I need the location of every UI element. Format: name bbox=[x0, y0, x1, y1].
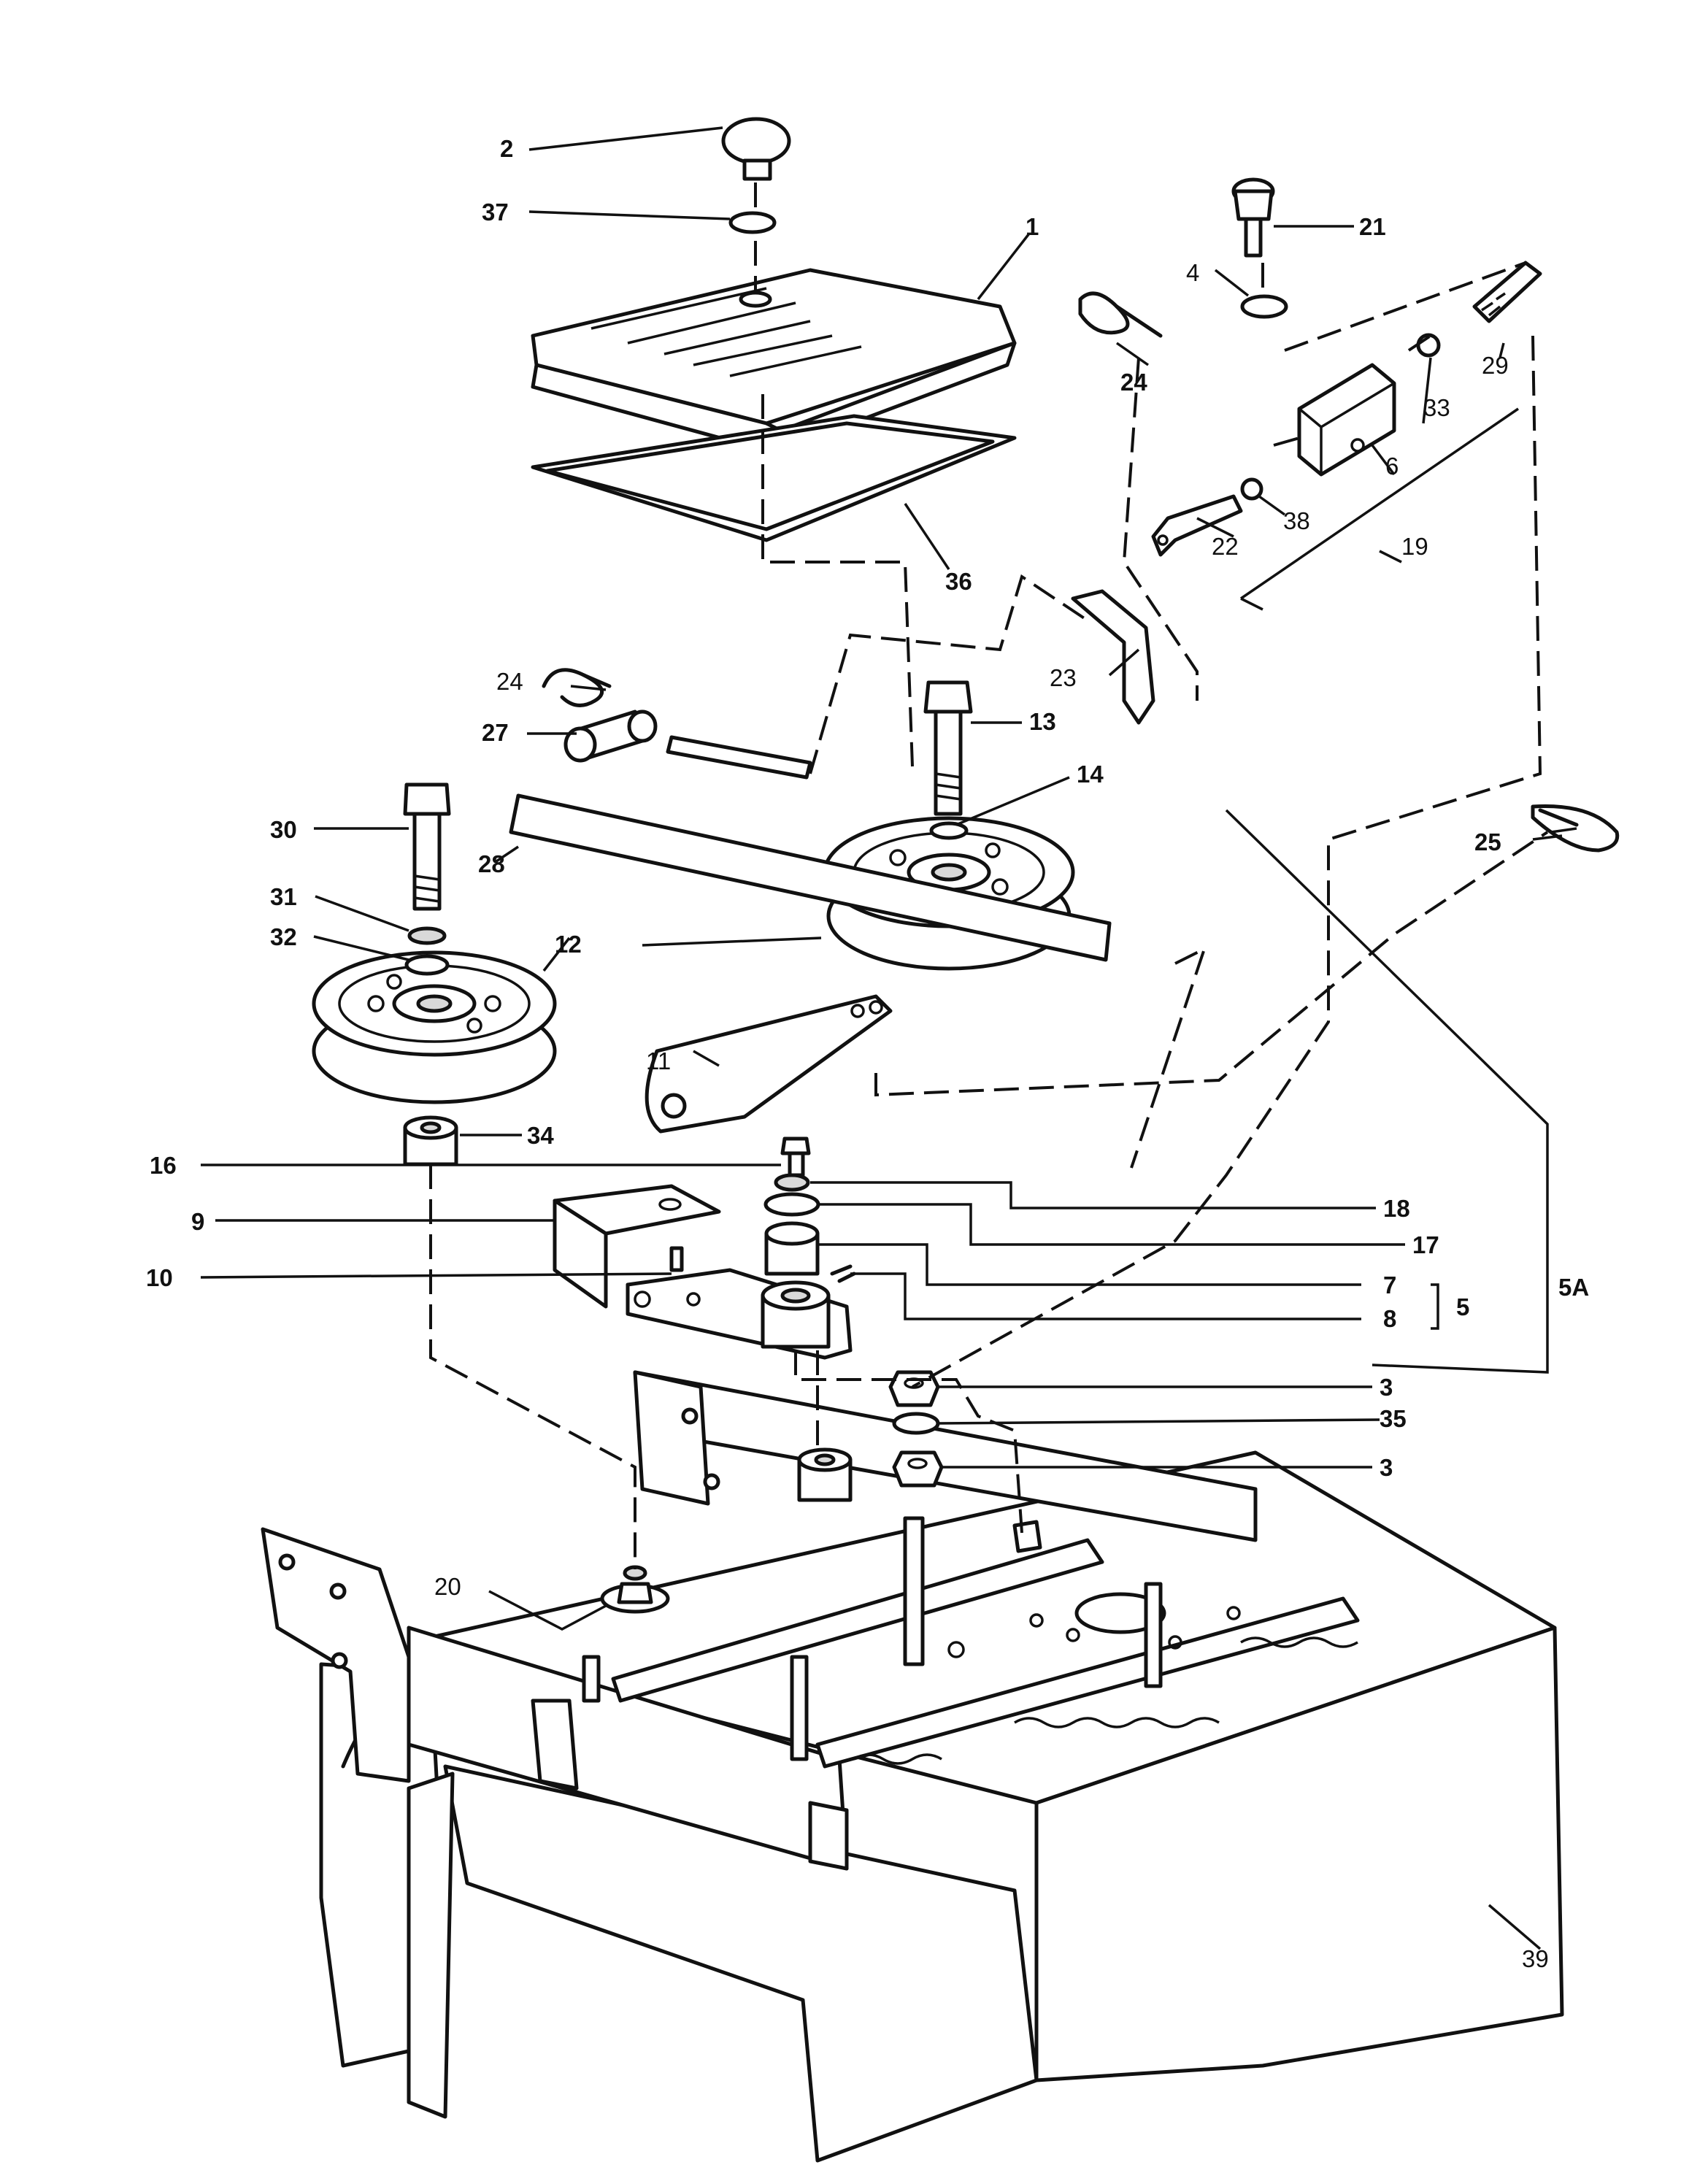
label-4: 4 bbox=[1186, 259, 1199, 286]
label-28: 28 bbox=[478, 850, 505, 877]
engine-cover bbox=[531, 268, 1017, 455]
leader-lines bbox=[200, 126, 1577, 1950]
label-6: 6 bbox=[1385, 453, 1399, 480]
label-9: 9 bbox=[191, 1208, 204, 1235]
pulley-bolt-left bbox=[403, 782, 451, 976]
label-17: 17 bbox=[1412, 1231, 1439, 1258]
bushing bbox=[764, 1221, 820, 1276]
label-11: 11 bbox=[646, 1047, 671, 1074]
label-38: 38 bbox=[1283, 507, 1310, 534]
deck-fastener bbox=[600, 1565, 670, 1614]
coupling-block bbox=[1297, 363, 1396, 477]
label-3-lower: 3 bbox=[1380, 1454, 1393, 1481]
label-24-upper: 24 bbox=[1120, 369, 1147, 396]
label-7: 7 bbox=[1383, 1272, 1396, 1299]
label-19: 19 bbox=[1401, 533, 1428, 560]
knob-washer bbox=[728, 211, 777, 234]
nut-washer bbox=[892, 1412, 940, 1435]
label-27: 27 bbox=[482, 719, 509, 746]
control-rod-short bbox=[666, 735, 812, 780]
label-5: 5 bbox=[1456, 1293, 1469, 1320]
control-arm bbox=[645, 994, 893, 1134]
label-25: 25 bbox=[1474, 828, 1501, 855]
label-30: 30 bbox=[270, 816, 297, 843]
label-2: 2 bbox=[500, 135, 513, 162]
part-labels: 1 2 37 36 21 4 24 29 33 6 38 22 19 23 24… bbox=[146, 135, 1589, 1972]
label-14: 14 bbox=[1077, 761, 1104, 788]
label-20: 20 bbox=[434, 1573, 461, 1600]
label-13: 13 bbox=[1029, 708, 1056, 735]
idler-pulley-left bbox=[312, 950, 557, 1104]
label-37: 37 bbox=[482, 199, 509, 226]
control-bar bbox=[1071, 589, 1155, 725]
flat-washer bbox=[763, 1192, 820, 1217]
label-5a: 5A bbox=[1558, 1274, 1589, 1301]
lock-washer bbox=[774, 1173, 810, 1192]
mounting-bracket bbox=[553, 1184, 721, 1309]
label-34: 34 bbox=[527, 1122, 554, 1149]
bracket-line-5 bbox=[1431, 1283, 1439, 1330]
label-22: 22 bbox=[1212, 533, 1239, 560]
pulley-bolt-right bbox=[923, 680, 973, 840]
label-24-lower: 24 bbox=[496, 668, 523, 695]
cover-knob bbox=[721, 117, 791, 181]
label-23: 23 bbox=[1050, 664, 1077, 691]
clevis-pin bbox=[563, 709, 658, 763]
assembly-lines bbox=[429, 182, 1549, 1569]
hair-pin-clip-lower bbox=[542, 668, 612, 707]
bolt-washer bbox=[1240, 294, 1288, 319]
label-10: 10 bbox=[146, 1264, 173, 1291]
rod-end-lower bbox=[1151, 494, 1243, 557]
label-39: 39 bbox=[1522, 1945, 1549, 1972]
jam-nut-lower bbox=[1240, 477, 1263, 501]
cover-gasket bbox=[531, 414, 1017, 542]
label-29: 29 bbox=[1482, 352, 1509, 379]
pulley-spacer bbox=[403, 1115, 458, 1166]
label-1: 1 bbox=[1026, 213, 1039, 240]
idler-bolt bbox=[780, 1136, 811, 1177]
shoulder-bolt bbox=[1231, 177, 1275, 258]
label-33: 33 bbox=[1423, 394, 1450, 421]
label-31: 31 bbox=[270, 883, 297, 910]
hair-pin-clip-right bbox=[1531, 804, 1620, 853]
hex-nut-lower bbox=[892, 1450, 944, 1488]
label-21: 21 bbox=[1359, 213, 1386, 240]
idler-arm-plate bbox=[626, 1268, 853, 1360]
label-3-upper: 3 bbox=[1380, 1374, 1393, 1401]
rod-end-upper bbox=[1472, 261, 1542, 323]
label-8: 8 bbox=[1383, 1305, 1396, 1332]
label-36: 36 bbox=[945, 568, 972, 595]
bracket-line-19 bbox=[1240, 407, 1519, 611]
mower-deck bbox=[261, 1370, 1564, 2163]
label-16: 16 bbox=[150, 1152, 177, 1179]
label-32: 32 bbox=[270, 923, 297, 950]
set-screw bbox=[669, 1246, 684, 1272]
label-12: 12 bbox=[555, 931, 582, 958]
label-35: 35 bbox=[1380, 1405, 1407, 1432]
label-18: 18 bbox=[1383, 1195, 1410, 1222]
bracket-line-5a bbox=[1225, 809, 1549, 1374]
belt-bar bbox=[509, 793, 1112, 962]
hair-pin-clip-upper bbox=[1078, 291, 1163, 338]
